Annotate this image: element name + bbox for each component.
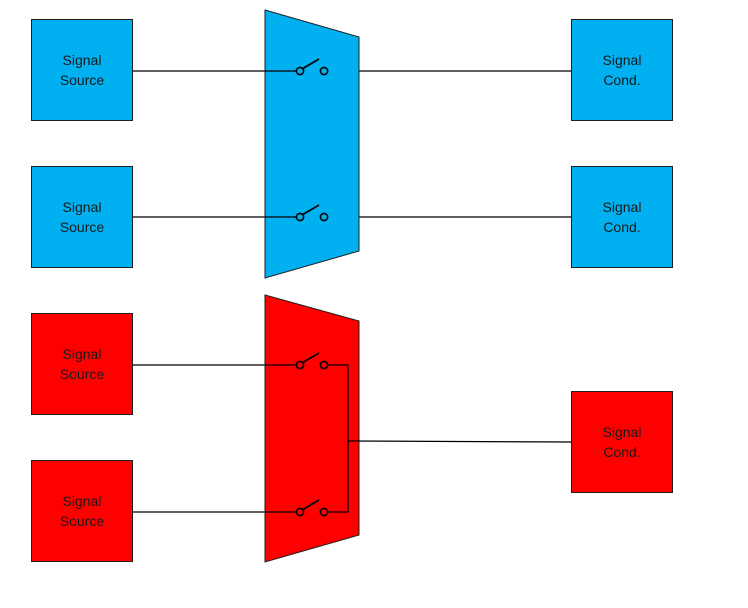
signal-cond-box-top-1: Signal Cond. — [571, 19, 673, 121]
box-label-line2: Source — [59, 72, 105, 88]
signal-source-box-top-1: Signal Source — [31, 19, 133, 121]
signal-source-box-top-2: Signal Source — [31, 166, 133, 268]
box-label-line1: Signal — [602, 52, 642, 68]
switch-bottom-1 — [295, 352, 329, 370]
signal-source-box-bottom-1: Signal Source — [31, 313, 133, 415]
switch-top-1 — [295, 58, 329, 76]
box-label-line1: Signal — [62, 52, 102, 68]
switch-top-2 — [295, 204, 329, 222]
box-label-line2: Cond. — [603, 444, 641, 460]
wires — [133, 70, 572, 513]
mux-top — [264, 9, 360, 279]
wire-bottom-out — [347, 440, 573, 443]
box-label-line2: Cond. — [603, 72, 641, 88]
box-label-line2: Source — [59, 513, 105, 529]
box-label-line2: Cond. — [603, 219, 641, 235]
box-label-line2: Source — [59, 219, 105, 235]
box-label-line1: Signal — [62, 346, 102, 362]
switch-bottom-2 — [295, 499, 329, 517]
switches — [295, 58, 329, 517]
box-label-line1: Signal — [602, 424, 642, 440]
mux-bottom — [264, 294, 360, 563]
box-label-line1: Signal — [602, 199, 642, 215]
signal-source-box-bottom-2: Signal Source — [31, 460, 133, 562]
box-label-line1: Signal — [62, 493, 102, 509]
signal-cond-box-top-2: Signal Cond. — [571, 166, 673, 268]
wire-bottom-combiner — [325, 364, 349, 513]
signal-cond-box-bottom-1: Signal Cond. — [571, 391, 673, 493]
box-label-line2: Source — [59, 366, 105, 382]
box-label-line1: Signal — [62, 199, 102, 215]
